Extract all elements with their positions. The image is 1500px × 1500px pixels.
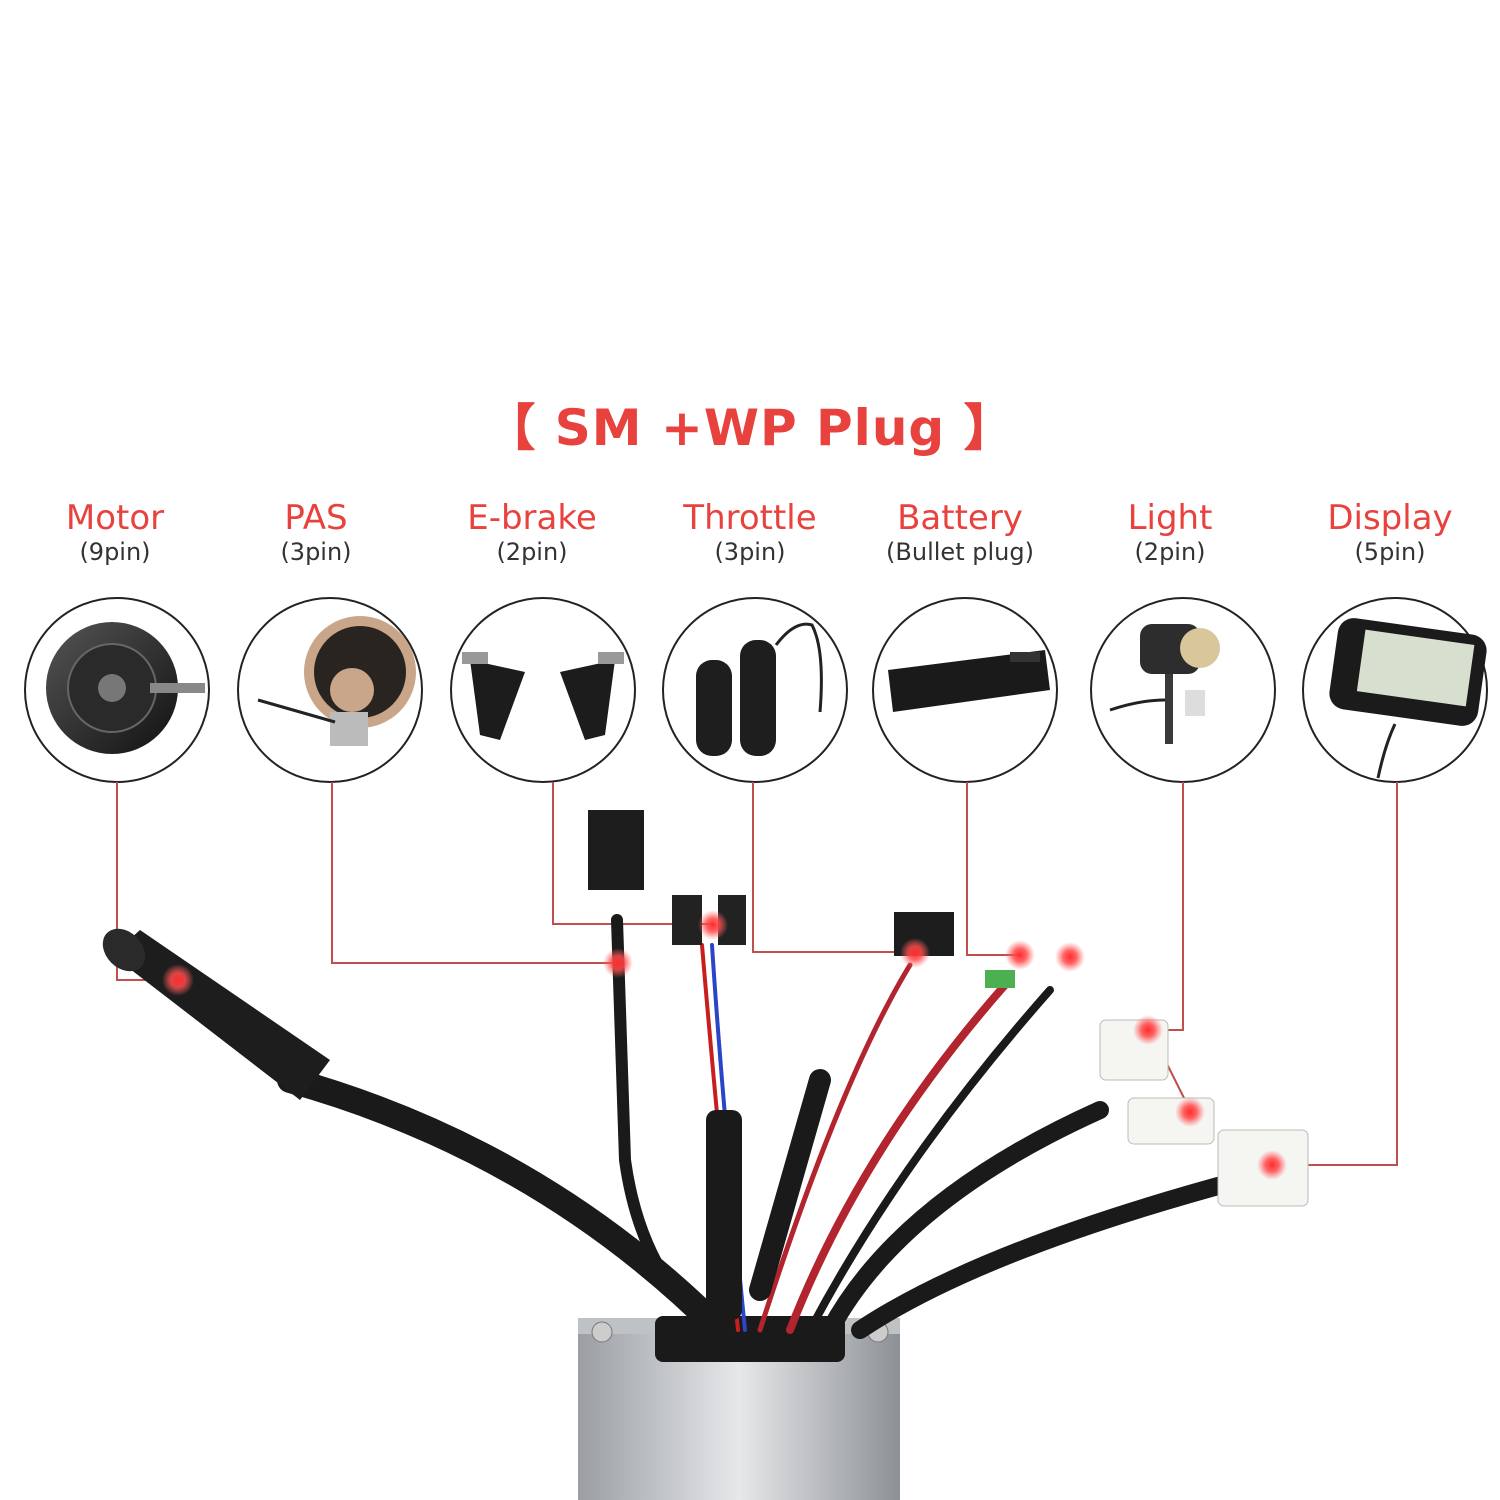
cable-bundle — [277, 914, 1249, 1343]
component-name: Battery — [897, 498, 1023, 538]
label-display: Display (5pin) — [1290, 498, 1490, 566]
ebrake-leader-line — [552, 782, 713, 925]
label-motor: Motor (9pin) — [15, 498, 215, 566]
throttle-leader-line — [752, 782, 915, 953]
label-light: Light (2pin) — [1070, 498, 1270, 566]
pas-cable — [611, 914, 716, 1336]
component-name: Display — [1327, 498, 1453, 538]
component-pin: (Bullet plug) — [886, 538, 1034, 566]
light-marker-2 — [1175, 1097, 1205, 1127]
throttle-grip-icon — [662, 597, 848, 783]
ebrake-marker — [698, 910, 728, 940]
component-pin: (5pin) — [1354, 538, 1426, 566]
label-throttle: Throttle (3pin) — [650, 498, 850, 566]
pas-leader-line — [331, 782, 618, 964]
component-name: Light — [1127, 498, 1213, 538]
battery-marker-1 — [1005, 940, 1035, 970]
throttle-marker — [900, 938, 930, 968]
component-pin: (9pin) — [79, 538, 151, 566]
pas-marker — [603, 948, 633, 978]
controller-box — [578, 1316, 900, 1500]
light-cable — [821, 1101, 1109, 1339]
motor-cable — [277, 1067, 733, 1343]
headlight-icon — [1090, 597, 1276, 783]
ebrake-connector-left — [672, 895, 702, 945]
hub-motor-icon — [24, 597, 210, 783]
battery-black-cable — [806, 986, 1054, 1334]
motor-marker — [162, 964, 194, 996]
label-battery: Battery (Bullet plug) — [860, 498, 1060, 566]
component-pin: (3pin) — [280, 538, 352, 566]
label-pas: PAS (3pin) — [216, 498, 416, 566]
component-pin: (2pin) — [496, 538, 568, 566]
display-marker — [1257, 1150, 1287, 1180]
battery-leader-line — [966, 782, 1020, 956]
pas-sensor-icon — [237, 597, 423, 783]
leader-lines — [116, 782, 1398, 1166]
ebrake-sleeve — [706, 1110, 742, 1320]
motor-connector — [102, 928, 330, 1100]
battery-pack-icon — [872, 597, 1058, 783]
marker-dots — [162, 910, 1287, 1180]
pas-connector — [588, 810, 644, 890]
light-leader-line — [1150, 782, 1184, 1031]
battery-red-cable — [786, 981, 1009, 1334]
component-name: E-brake — [467, 498, 597, 538]
battery-marker-2 — [1055, 942, 1085, 972]
display-leader-line — [1272, 782, 1398, 1166]
lcd-display-icon — [1302, 597, 1488, 783]
component-name: Motor — [65, 498, 165, 538]
throttle-cable — [757, 962, 913, 1333]
component-name: PAS — [284, 498, 348, 538]
light-marker-1 — [1133, 1015, 1163, 1045]
diagram-title: 【 SM +WP Plug 】 — [485, 399, 1015, 457]
battery-bullet-plug — [985, 970, 1015, 988]
display-cable — [851, 1171, 1249, 1339]
label-ebrake: E-brake (2pin) — [432, 498, 632, 566]
brake-lever-icon — [450, 597, 636, 783]
component-pin: (3pin) — [714, 538, 786, 566]
throttle-sleeve — [749, 1069, 831, 1301]
component-pin: (2pin) — [1134, 538, 1206, 566]
component-name: Throttle — [683, 498, 817, 538]
